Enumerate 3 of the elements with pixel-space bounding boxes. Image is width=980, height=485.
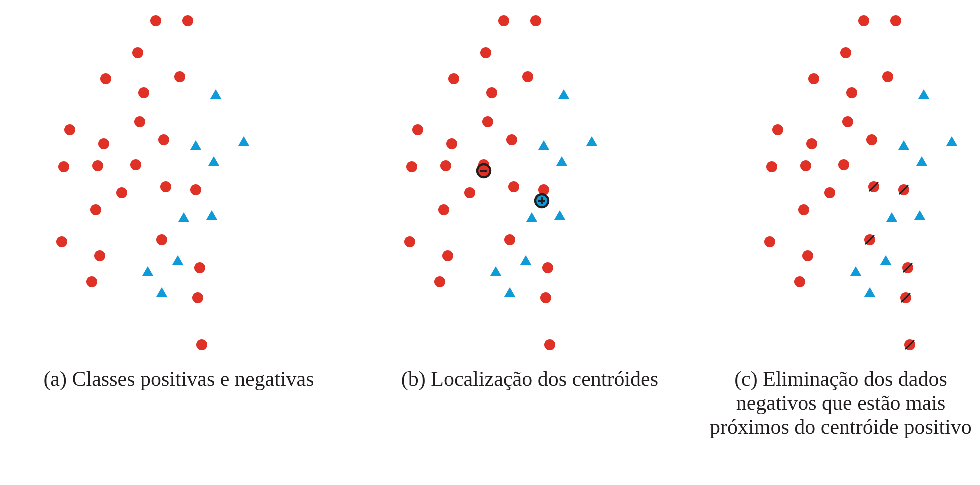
caption: (c) Eliminação dos dados negativos que estão mais próximos do centróide positivo <box>709 367 973 439</box>
caption: (b) Localização dos centróides <box>400 367 660 391</box>
caption: (a) Classes positivas e negativas <box>42 367 316 391</box>
